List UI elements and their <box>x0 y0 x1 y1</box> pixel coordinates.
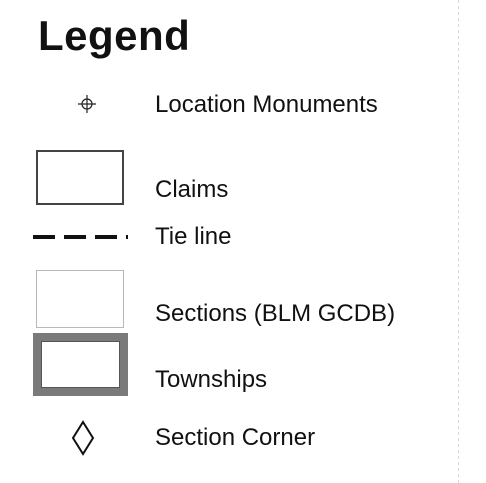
legend-title: Legend <box>38 12 191 59</box>
location-monument-icon <box>78 95 96 113</box>
tie-line-icon <box>33 235 128 239</box>
page-fold-line <box>458 0 459 483</box>
townships-symbol-icon <box>33 333 128 396</box>
legend-item-claims: Claims <box>155 176 229 203</box>
section-corner-diamond-icon <box>71 420 95 456</box>
legend-item-section-corner: Section Corner <box>155 424 316 451</box>
legend-item-sections: Sections (BLM GCDB) <box>155 300 396 327</box>
legend-item-townships: Townships <box>155 366 268 393</box>
legend-item-location-monuments: Location Monuments <box>155 91 378 118</box>
sections-symbol-icon <box>36 270 124 328</box>
claims-symbol-icon <box>36 150 124 205</box>
legend-item-tie-line: Tie line <box>155 223 232 250</box>
